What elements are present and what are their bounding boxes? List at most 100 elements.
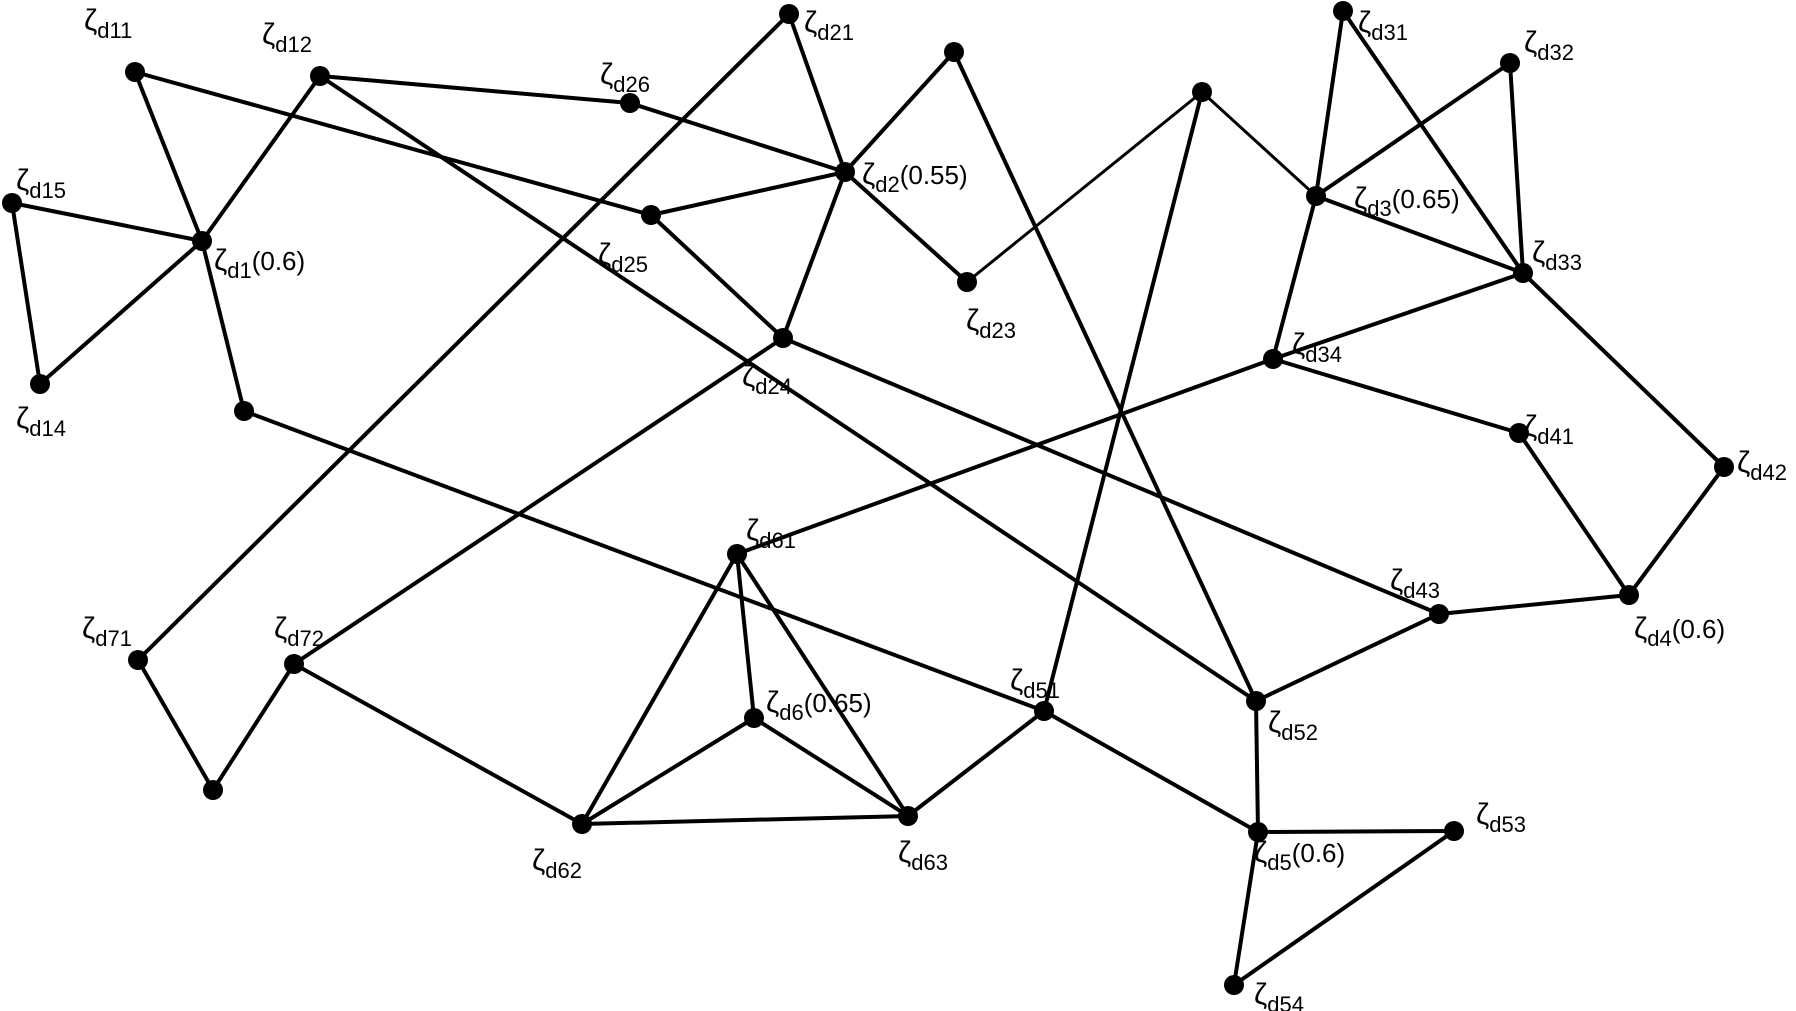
node-subscript: d23 bbox=[979, 318, 1016, 343]
node-symbol: ζ bbox=[1524, 26, 1537, 59]
node-d62 bbox=[572, 814, 592, 834]
node-symbol: ζ bbox=[746, 514, 759, 547]
node-symbol: ζ bbox=[274, 612, 287, 645]
edge-d11-d1 bbox=[133, 70, 204, 243]
node-subscript: d34 bbox=[1305, 342, 1342, 367]
edge-d24-d72 bbox=[292, 336, 785, 666]
edge-d53-d54 bbox=[1232, 829, 1456, 987]
node-label-d33: ζd33 bbox=[1532, 236, 1582, 275]
edge-d71-n_d7_low bbox=[136, 658, 215, 792]
node-label-d12: ζd12 bbox=[262, 18, 312, 57]
node-label-d71: ζd71 bbox=[82, 612, 132, 651]
node-d24 bbox=[773, 328, 793, 348]
node-subscript: d63 bbox=[911, 850, 948, 875]
edge-d1-n_d1_low bbox=[200, 239, 246, 413]
edge-d21-d2 bbox=[787, 12, 847, 174]
edge-d21-d71 bbox=[136, 12, 791, 662]
edge-d11-d25 bbox=[133, 70, 653, 217]
edges-layer bbox=[10, 9, 1726, 987]
node-d61 bbox=[727, 544, 747, 564]
node-label-d52: ζd52 bbox=[1268, 706, 1318, 745]
node-d63 bbox=[898, 806, 918, 826]
node-subscript: d14 bbox=[29, 416, 66, 441]
node-symbol: ζ bbox=[804, 6, 817, 39]
node-subscript: d32 bbox=[1537, 40, 1574, 65]
node-subscript: d15 bbox=[29, 178, 66, 203]
node-subscript: d43 bbox=[1403, 578, 1440, 603]
node-subscript: d24 bbox=[755, 374, 792, 399]
node-subscript: d12 bbox=[275, 32, 312, 57]
node-d15 bbox=[2, 193, 22, 213]
edge-d2-d25 bbox=[649, 170, 847, 217]
node-d71 bbox=[128, 650, 148, 670]
node-d25 bbox=[641, 205, 661, 225]
node-label-d2: ζd2(0.55) bbox=[862, 158, 968, 197]
node-d2 bbox=[835, 162, 855, 182]
node-weight: (0.65) bbox=[804, 688, 872, 718]
node-d3 bbox=[1306, 186, 1326, 206]
node-symbol: ζ bbox=[898, 836, 911, 869]
node-symbol: ζ bbox=[966, 304, 979, 337]
edge-d32-d33 bbox=[1508, 61, 1525, 275]
node-d12 bbox=[310, 66, 330, 86]
node-label-d6: ζd6(0.65) bbox=[766, 686, 872, 725]
node-symbol: ζ bbox=[1634, 612, 1647, 645]
node-d26 bbox=[620, 93, 640, 113]
node-symbol: ζ bbox=[1390, 564, 1403, 597]
node-label-d5: ζd5(0.6) bbox=[1254, 836, 1345, 875]
node-d6 bbox=[744, 708, 764, 728]
node-label-d3: ζd3(0.65) bbox=[1354, 182, 1460, 221]
node-label-d54: ζd54 bbox=[1254, 978, 1304, 1011]
node-symbol: ζ bbox=[84, 4, 97, 37]
node-d52 bbox=[1246, 691, 1266, 711]
edge-d15-d14 bbox=[10, 201, 42, 386]
edge-d6-d63 bbox=[752, 716, 910, 818]
node-n_d1_low bbox=[234, 401, 254, 421]
edge-d61-d6 bbox=[735, 552, 756, 720]
edge-d25-d24 bbox=[649, 213, 785, 340]
node-symbol: ζ bbox=[1010, 664, 1023, 697]
node-label-d21: ζd21 bbox=[804, 6, 854, 45]
edge-d12-d52 bbox=[318, 74, 1258, 703]
node-subscript: d6 bbox=[779, 700, 803, 725]
node-d5 bbox=[1248, 822, 1268, 842]
node-symbol: ζ bbox=[1254, 978, 1267, 1011]
edge-d24-d43 bbox=[781, 336, 1441, 616]
node-label-d63: ζd63 bbox=[898, 836, 948, 875]
node-label-d61: ζd61 bbox=[746, 514, 796, 553]
node-symbol: ζ bbox=[862, 158, 875, 191]
node-subscript: d1 bbox=[227, 258, 251, 283]
node-d1 bbox=[192, 231, 212, 251]
node-subscript: d51 bbox=[1023, 678, 1060, 703]
edge-d31-d33 bbox=[1341, 9, 1525, 275]
node-symbol: ζ bbox=[82, 612, 95, 645]
edge-d52-d5 bbox=[1254, 699, 1260, 834]
node-label-d43: ζd43 bbox=[1390, 564, 1440, 603]
node-subscript: d54 bbox=[1267, 992, 1304, 1011]
node-subscript: d72 bbox=[287, 626, 324, 651]
nodes-layer bbox=[2, 1, 1734, 995]
edge-d33-d42 bbox=[1521, 271, 1726, 469]
node-subscript: d31 bbox=[1371, 20, 1408, 45]
edge-d6-d62 bbox=[580, 716, 756, 826]
node-subscript: d26 bbox=[613, 72, 650, 97]
edge-d51-d5 bbox=[1042, 709, 1260, 834]
node-label-d15: ζd15 bbox=[16, 164, 66, 203]
node-label-d26: ζd26 bbox=[600, 58, 650, 97]
edge-d34-d61 bbox=[735, 357, 1275, 556]
edge-d2-d24 bbox=[781, 170, 847, 340]
node-d31 bbox=[1333, 1, 1353, 21]
edge-d34-d41 bbox=[1271, 357, 1521, 435]
node-d4 bbox=[1619, 585, 1639, 605]
node-symbol: ζ bbox=[1476, 798, 1489, 831]
edge-d12-d1 bbox=[200, 74, 322, 243]
edge-d61-d62 bbox=[580, 552, 739, 826]
edge-d42-d4 bbox=[1627, 465, 1726, 597]
node-subscript: d21 bbox=[817, 20, 854, 45]
node-symbol: ζ bbox=[532, 844, 545, 877]
node-d14 bbox=[30, 374, 50, 394]
node-label-d23: ζd23 bbox=[966, 304, 1016, 343]
node-subscript: d2 bbox=[875, 172, 899, 197]
node-subscript: d62 bbox=[545, 858, 582, 883]
